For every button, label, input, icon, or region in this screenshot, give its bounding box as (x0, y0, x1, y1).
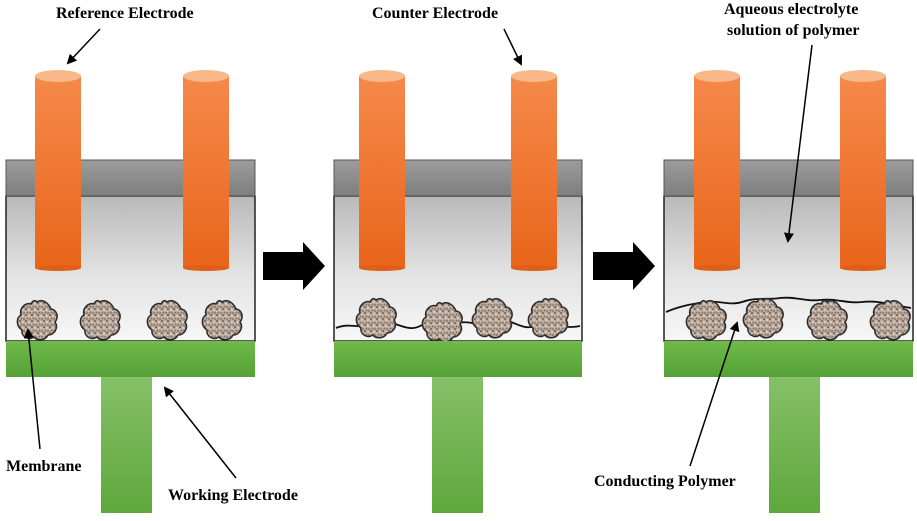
cell-panel-2 (333, 70, 583, 513)
counter-electrode-rod (183, 70, 229, 271)
counter-electrode-rod (840, 70, 886, 271)
membrane-pointer (23, 328, 41, 450)
working-electrode-plate (664, 341, 913, 377)
aqueous-solution-label-line2: solution of polymer (727, 22, 859, 39)
working-electrode-stem (101, 377, 152, 513)
process-arrow-1 (263, 242, 325, 290)
working-electrode-pointer (163, 386, 237, 479)
working-electrode-plate (6, 341, 255, 377)
membrane-label: Membrane (6, 458, 82, 475)
reference-electrode-rod (359, 70, 405, 271)
conducting-polymer-pointer (689, 321, 740, 467)
working-electrode-stem (432, 377, 483, 513)
conducting-polymer-label: Conducting Polymer (594, 473, 736, 490)
cell-panel-1 (5, 70, 256, 513)
reference-electrode-pointer (66, 28, 101, 65)
counter-electrode-pointer (503, 28, 523, 66)
counter-electrode-label: Counter Electrode (372, 5, 498, 22)
reference-electrode-label: Reference Electrode (56, 5, 194, 22)
reference-electrode-rod (694, 70, 740, 271)
process-arrow-2 (593, 242, 655, 290)
counter-electrode-rod (511, 70, 557, 271)
aqueous-solution-pointer (784, 44, 813, 243)
working-electrode-stem (769, 377, 820, 513)
reference-electrode-rod (35, 70, 81, 271)
working-electrode-plate (334, 341, 582, 377)
aqueous-solution-label-line1: Aqueous electrolyte (724, 1, 858, 18)
working-electrode-label: Working Electrode (168, 487, 298, 504)
cell-panel-3 (663, 70, 914, 513)
